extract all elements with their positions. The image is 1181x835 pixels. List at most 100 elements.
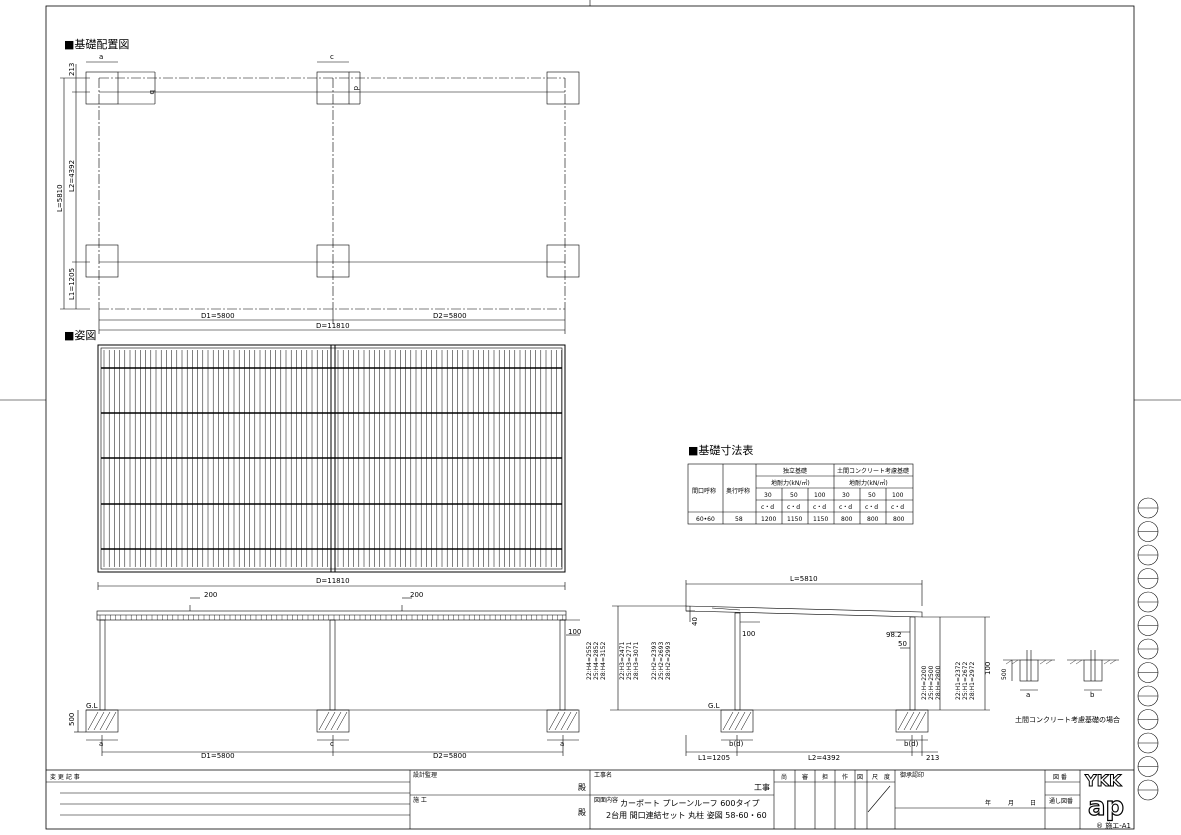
th-cd3: c・d — [813, 504, 826, 511]
h2-22: 22:H2=2393 — [651, 642, 658, 680]
doma-detail: 500 a b 土間コンクリート考慮基礎の場合 — [1001, 650, 1120, 724]
td-depth: 58 — [735, 516, 743, 523]
th-span: 間口呼称 — [692, 487, 716, 495]
side-dim-213: 213 — [926, 754, 939, 762]
tb-ap-4: 図 — [857, 774, 863, 781]
h4-22: 22:H4=2552 — [586, 642, 593, 680]
side-bd-left: b(d) — [729, 740, 744, 748]
td-v3: 1150 — [813, 516, 828, 523]
h-28: 28:H=2800 — [935, 665, 942, 700]
h3-28: 28:H3=3071 — [633, 642, 640, 680]
h1-25: 25:H1=2672 — [962, 662, 969, 700]
th-cd6: c・d — [891, 504, 904, 511]
elev-height-labels: 22:H4=2552 25:H4=2852 28:H4=3152 22:H3=2… — [586, 642, 672, 680]
doma-depth: 500 — [1001, 668, 1008, 680]
h1-22: 22:H1=2372 — [955, 662, 962, 700]
h3-25: 25:H3=2771 — [626, 642, 633, 680]
td-v4: 800 — [841, 516, 853, 523]
side-dim-L: L=5810 — [790, 575, 818, 583]
tb-reject-stamp: 御承認印 — [900, 771, 924, 779]
td-v5: 800 — [867, 516, 879, 523]
side-bd-right: b(d) — [904, 740, 919, 748]
side-dim-L2: L2=4392 — [808, 754, 840, 762]
section-title-foundation-layout: ■基礎配置図 — [64, 38, 129, 51]
td-v6: 800 — [893, 516, 905, 523]
elevation-view: ■姿図 — [64, 329, 672, 760]
side-dim-L1: L1=1205 — [698, 754, 730, 762]
plan-dim-L2: L2=4392 — [68, 160, 76, 192]
plan-dim-b: b — [148, 90, 156, 95]
title-block: 変 更 記 事 設計監理 殿 施 工 殿 工事名 工事 図面内容 カーポート プ… — [46, 769, 1134, 830]
side-dim-50: 50 — [898, 640, 907, 648]
svg-text:YKK: YKK — [1084, 771, 1122, 790]
th-depth: 奥行呼称 — [726, 487, 750, 495]
elev-offset-right: 200 — [410, 591, 423, 599]
plan-dim-c: c — [330, 53, 334, 61]
h-25: 25:H=2500 — [928, 665, 935, 700]
foundation-table: ■基礎寸法表 間口呼称 奥行呼称 独立基礎 土間コンクリート考慮基礎 地耐力(k… — [687, 443, 914, 525]
tb-ap-1: 審 — [802, 773, 808, 781]
th-indep: 独立基礎 — [783, 467, 807, 475]
side-view: L=5810 40 100 98.2 50 22:H=2200 25:H=250… — [610, 575, 992, 762]
side-dim-100r: 100 — [984, 662, 992, 675]
elev-depth-500: 500 — [68, 713, 76, 726]
h2-25: 25:H2=2693 — [658, 642, 665, 680]
elev-dim-a-right: a — [560, 740, 564, 748]
tb-koji: 工事 — [754, 782, 770, 792]
h1-28: 28:H1=2972 — [969, 662, 976, 700]
margin-circles — [1137, 497, 1159, 801]
th-cd2: c・d — [787, 504, 800, 511]
tb-serial-no: 通し図番 — [1049, 797, 1073, 805]
plan-dim-a: a — [99, 53, 103, 61]
h4-28: 28:H4=3152 — [600, 642, 607, 680]
elev-gl: G.L — [86, 702, 98, 710]
h3-22: 22:H3=2471 — [619, 642, 626, 680]
h4-25: 25:H4=2852 — [593, 642, 600, 680]
side-height-labels: 22:H=2200 25:H=2500 28:H=2800 22:H1=2372… — [921, 662, 976, 700]
elev-dim-D2: D2=5800 — [433, 752, 467, 760]
tb-code: ® 施エ-A1 — [1096, 821, 1131, 830]
elev-gap-100: 100 — [568, 628, 581, 636]
plan-dim-213: 213 — [68, 63, 76, 76]
elev-dim-a-left: a — [99, 740, 103, 748]
elev-dim-c: c — [330, 740, 334, 748]
th-100a: 100 — [814, 492, 826, 499]
svg-text:ap: ap — [1088, 792, 1124, 822]
tb-ap-0: 尚 — [781, 773, 787, 781]
tb-design: 設計監理 — [413, 771, 437, 779]
th-30a: 30 — [764, 492, 772, 499]
h2-28: 28:H2=2993 — [665, 642, 672, 680]
side-dim-100: 100 — [742, 630, 755, 638]
tb-ap-2: 担 — [822, 773, 828, 781]
th-cd4: c・d — [839, 504, 852, 511]
th-50b: 50 — [868, 492, 876, 499]
tb-construction: 施 工 — [413, 796, 427, 804]
th-50a: 50 — [790, 492, 798, 499]
side-gl: G.L — [708, 702, 720, 710]
plan-dim-d: d — [352, 86, 360, 90]
plan-dim-D2: D2=5800 — [433, 312, 467, 320]
tb-dono-2: 殿 — [578, 808, 586, 817]
td-span: 60•60 — [696, 516, 715, 523]
th-cd1: c・d — [761, 504, 774, 511]
tb-drawing-content: 図面内容 — [594, 796, 618, 804]
plan-dim-D1: D1=5800 — [201, 312, 235, 320]
foundation-plan: ■基礎配置図 — [56, 38, 580, 334]
tb-drawing-no: 図 番 — [1053, 774, 1067, 781]
h-22: 22:H=2200 — [921, 665, 928, 700]
plan-dim-D: D=11810 — [316, 322, 350, 330]
tb-day: 日 — [1030, 800, 1036, 807]
side-dim-40: 40 — [691, 617, 699, 626]
elev-dim-D1: D1=5800 — [201, 752, 235, 760]
tb-project: 工事名 — [594, 771, 612, 779]
tb-change-log: 変 更 記 事 — [50, 773, 80, 781]
elev-dim-D: D=11810 — [316, 577, 350, 585]
plan-dim-L1: L1=1205 — [68, 268, 76, 300]
plan-dim-L: L=5810 — [56, 184, 64, 212]
th-cd5: c・d — [865, 504, 878, 511]
th-bearing-doma: 地耐力(kN/㎡) — [849, 479, 888, 487]
tb-year: 年 — [985, 799, 991, 807]
th-doma: 土間コンクリート考慮基礎 — [837, 467, 909, 475]
tb-ap-6: 度 — [884, 773, 890, 781]
